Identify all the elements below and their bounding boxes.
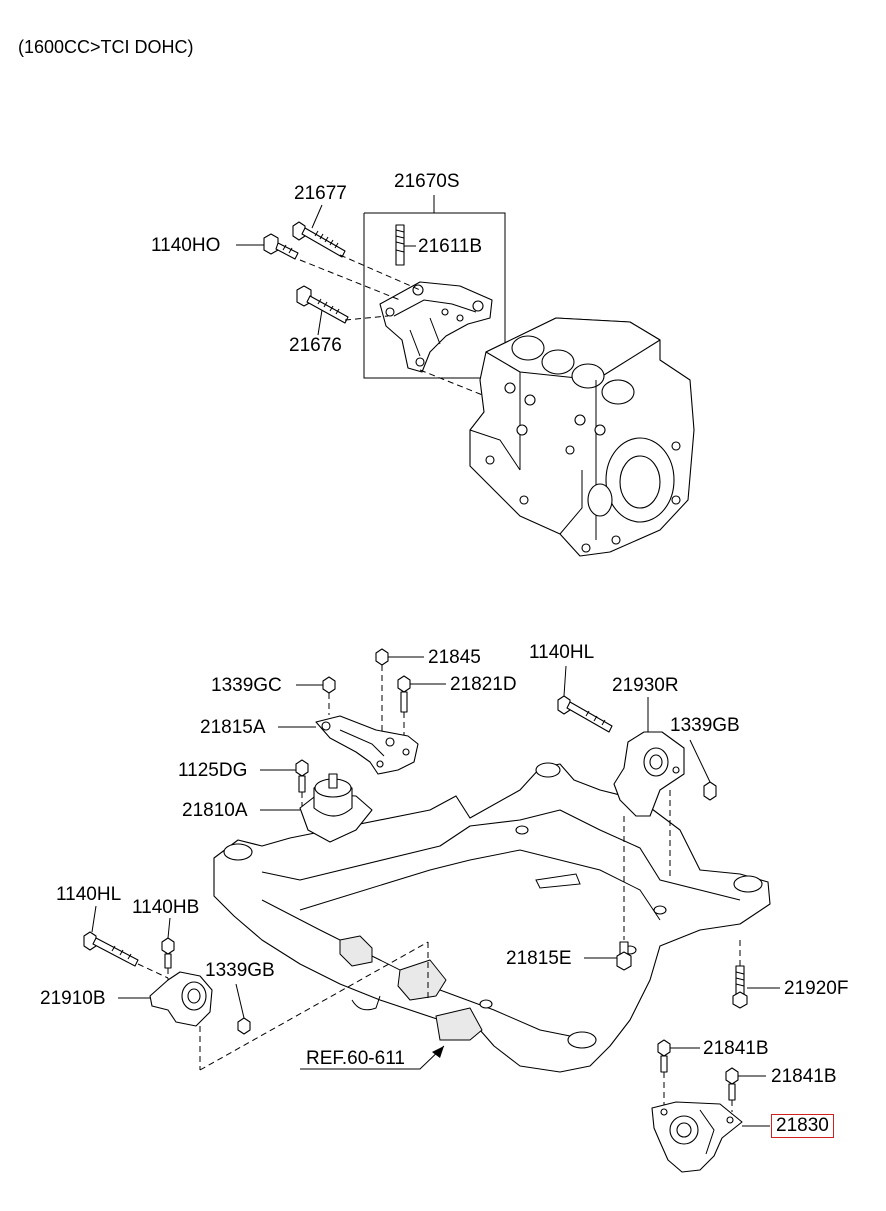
bolt-1140ho[interactable]	[263, 233, 299, 260]
label-21930r: 21930R	[612, 675, 679, 696]
bolt-21815e[interactable]	[616, 941, 632, 971]
engine-block	[469, 317, 695, 557]
engine-mount-21810a[interactable]	[299, 773, 373, 843]
label-21611b: 21611B	[418, 236, 483, 257]
label-1339gb-left: 1339GB	[205, 960, 275, 981]
mount-21930r[interactable]	[613, 731, 685, 817]
bolt-21677[interactable]	[292, 221, 346, 258]
label-1140hl-top: 1140HL	[529, 642, 595, 663]
bolt-1140hb[interactable]	[161, 937, 175, 969]
bolt-1140hl-top[interactable]	[557, 695, 613, 733]
label-21845: 21845	[428, 647, 481, 668]
nut-21845[interactable]	[375, 648, 389, 666]
label-21830-highlighted[interactable]: 21830	[771, 1114, 834, 1138]
bolt-21821d[interactable]	[397, 675, 411, 713]
diagram-header: (1600CC>TCI DOHC)	[18, 37, 194, 57]
bolt-21920f[interactable]	[732, 965, 748, 1009]
label-1339gb-right: 1339GB	[670, 715, 740, 736]
label-21920f: 21920F	[784, 978, 849, 999]
nut-1339gb-left[interactable]	[237, 1017, 251, 1035]
label-21815e: 21815E	[506, 948, 572, 969]
label-21676: 21676	[289, 335, 342, 356]
label-21841b-2: 21841B	[771, 1066, 837, 1087]
bolt-1140hl-left[interactable]	[83, 931, 139, 967]
nut-1339gb-right[interactable]	[703, 781, 717, 801]
bracket-21815a[interactable]	[315, 715, 419, 775]
mount-21910b[interactable]	[149, 971, 213, 1027]
bolt-21841b-2[interactable]	[725, 1067, 739, 1101]
label-1140hb: 1140HB	[132, 897, 200, 918]
label-21815a: 21815A	[200, 717, 266, 738]
label-ref-60-611[interactable]: REF.60-611	[306, 1048, 405, 1069]
subframe	[213, 762, 771, 1073]
label-1125dg: 1125DG	[178, 760, 248, 781]
bolt-1125dg[interactable]	[295, 759, 309, 793]
label-21810a: 21810A	[182, 800, 248, 821]
label-21910b: 21910B	[40, 988, 106, 1009]
label-1140ho: 1140HO	[151, 235, 221, 256]
bolt-21841b-1[interactable]	[657, 1039, 671, 1073]
stud-21611b[interactable]	[395, 224, 405, 266]
label-21677: 21677	[294, 183, 347, 204]
label-1140hl-left: 1140HL	[56, 884, 122, 905]
label-21670s: 21670S	[394, 171, 460, 192]
engine-mount-bracket[interactable]	[379, 281, 493, 373]
mount-21830[interactable]	[651, 1101, 743, 1173]
label-21841b-1: 21841B	[703, 1038, 769, 1059]
label-1339gc: 1339GC	[211, 675, 282, 696]
bolt-21676[interactable]	[296, 285, 349, 324]
label-21821d: 21821D	[450, 674, 517, 695]
nut-1339gc[interactable]	[322, 676, 336, 694]
